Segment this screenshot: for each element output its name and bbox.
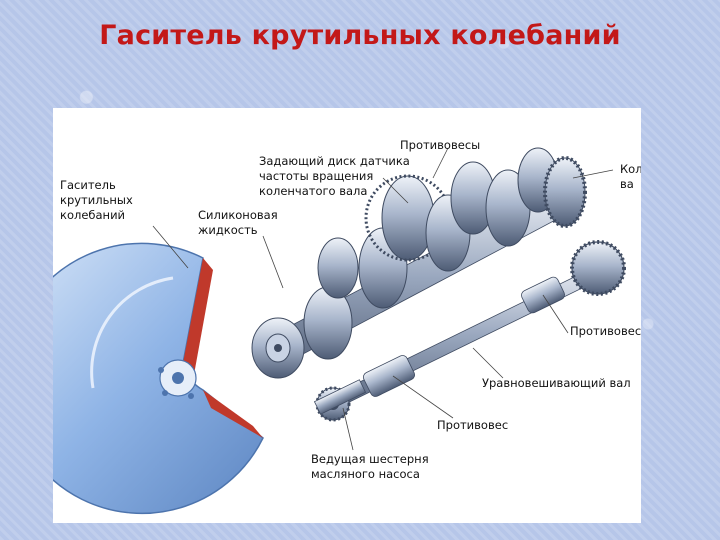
label-sensor-disc: Задающий диск датчика частоты вращения к… (259, 154, 410, 198)
label-counterweight-bottom: Противовес (437, 418, 509, 432)
label-crankshaft: Коленчатый ва (620, 162, 641, 191)
balance-shaft (315, 240, 626, 422)
label-damper: Гаситель крутильных колебаний (60, 178, 133, 222)
leader-lines (152, 147, 614, 451)
label-counterweight-right: Противовес (570, 324, 641, 338)
oil-pump-gear (313, 379, 367, 415)
label-counterweights: Противовесы (400, 138, 481, 152)
slide-title: Гаситель крутильных колебаний (99, 20, 621, 51)
label-balance-shaft: Уравновешивающий вал (482, 376, 631, 390)
label-oil-pump-gear: Ведущая шестерня масляного насоса (311, 452, 429, 481)
diagram-panel: Гаситель крутильных колебаний Противовес… (53, 108, 641, 523)
crankshaft-illustration (53, 147, 626, 515)
label-silicone: Силиконовая жидкость (198, 208, 278, 237)
damper-disc (53, 242, 264, 515)
crankshaft (251, 147, 587, 379)
